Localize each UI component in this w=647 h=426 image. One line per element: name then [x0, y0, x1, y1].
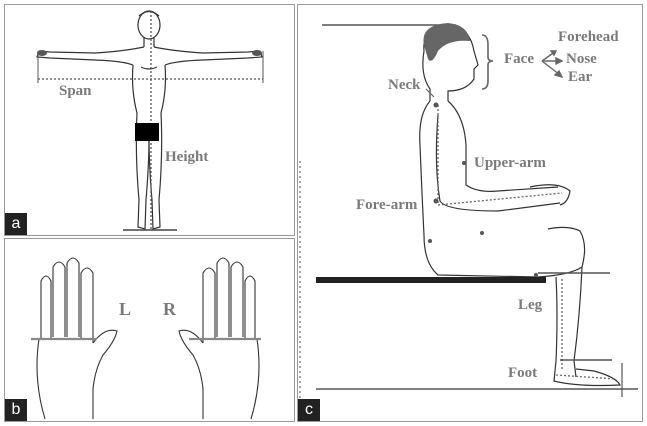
neck-label: Neck — [388, 77, 421, 94]
foot-label: Foot — [508, 365, 537, 382]
elbow-landmark — [462, 161, 466, 165]
seat-bench — [316, 277, 546, 283]
head-outline — [138, 11, 160, 39]
fore-arm-measure-line — [438, 193, 562, 205]
chest-line — [141, 67, 157, 69]
left-arm-outline — [37, 47, 144, 65]
span-label: Span — [59, 83, 92, 100]
fore-arm-label: Fore-arm — [356, 197, 417, 214]
height-label: Height — [165, 149, 208, 166]
standing-figure-drawing — [5, 5, 295, 236]
panel-b-tag: b — [5, 399, 27, 421]
elbow-back-landmark — [434, 199, 439, 204]
ear-label: Ear — [568, 69, 592, 86]
left-hand-label: L — [119, 299, 131, 320]
face-label: Face — [504, 51, 534, 68]
leg-label: Leg — [518, 297, 542, 314]
hip-landmark — [428, 239, 432, 243]
panel-a-tag: a — [5, 213, 27, 235]
hands-drawing — [5, 239, 295, 422]
knee-landmark — [534, 273, 538, 277]
panel-c-seated-segments: Forehead Face Nose Ear Neck Upper-arm Fo… — [297, 4, 643, 422]
hair-outline — [139, 12, 159, 17]
right-arm-outline — [154, 47, 262, 65]
right-hand — [252, 50, 262, 56]
lap-landmark — [480, 231, 484, 235]
torso-outline — [133, 65, 166, 113]
panel-c-tag: c — [298, 399, 320, 421]
panel-a-arm-span-height: Span Height a — [4, 4, 295, 236]
right-hand-label: R — [163, 299, 176, 320]
face-bracket — [482, 35, 493, 89]
panel-b-hand-breadth: L R b — [4, 238, 295, 422]
forehead-label: Forehead — [558, 29, 619, 46]
hair — [424, 23, 471, 61]
nose-arrowhead — [556, 58, 562, 64]
nose-label: Nose — [566, 51, 597, 68]
privacy-censor-box — [135, 123, 159, 141]
shoulder-landmark — [434, 103, 439, 108]
upper-arm-label: Upper-arm — [474, 155, 546, 172]
